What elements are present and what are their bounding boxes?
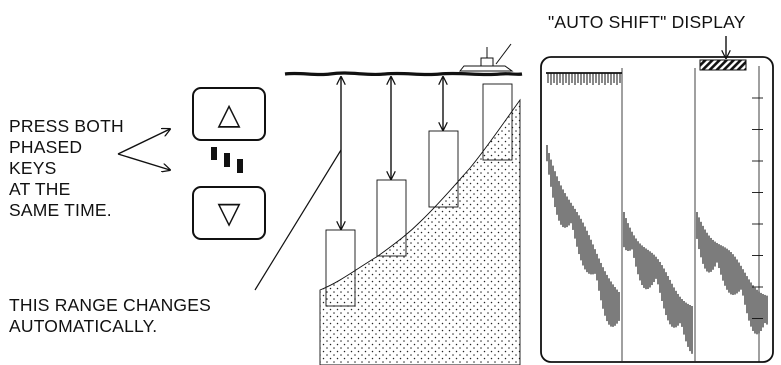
up-arrow-icon: △ [217, 96, 241, 132]
seabed [319, 98, 521, 365]
down-key[interactable]: ▽ [192, 186, 266, 240]
range-window-2 [376, 179, 407, 257]
range-windows [325, 83, 513, 307]
instruction-line-1: PRESS BOTH [9, 116, 124, 136]
instruction-pointer-lines [117, 129, 170, 170]
range-window-1 [325, 229, 356, 307]
boat-icon [458, 43, 514, 72]
range-note-line-2: AUTOMATICALLY. [9, 316, 158, 336]
range-window-3 [428, 130, 459, 208]
instruction-line-3: KEYS [9, 158, 57, 178]
down-arrow-icon: ▽ [217, 195, 241, 231]
range-note-leader [254, 149, 342, 291]
depth-arrows [341, 77, 443, 229]
instruction-line-2: PHASED [9, 137, 83, 157]
display-screen [540, 36, 774, 363]
display-title: "AUTO SHIFT" DISPLAY [548, 12, 746, 32]
instruction-line-4: AT THE [9, 179, 71, 199]
range-note-line-1: THIS RANGE CHANGES [9, 295, 211, 315]
water-surface [284, 71, 523, 77]
phased-bars-icon [211, 147, 243, 173]
range-window-4 [482, 83, 513, 161]
instruction-line-5: SAME TIME. [9, 200, 112, 220]
up-key[interactable]: △ [192, 87, 266, 141]
echo-traces [546, 73, 768, 354]
auto-shift-indicator [699, 59, 747, 71]
